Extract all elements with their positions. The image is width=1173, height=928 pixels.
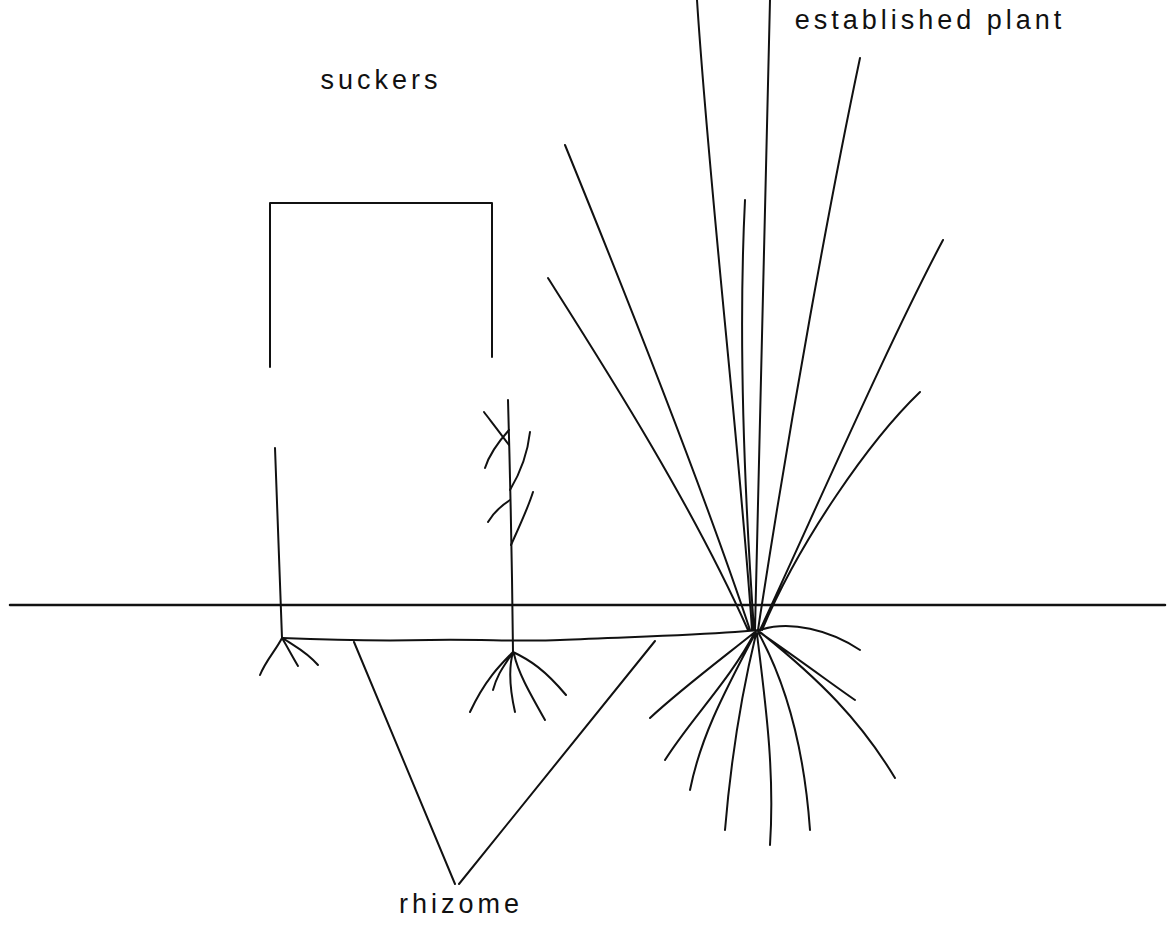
right-sucker	[508, 400, 513, 652]
left-sucker-roots	[260, 638, 318, 675]
ground-line	[10, 604, 1165, 607]
rhizome-label: rhizome	[399, 890, 523, 920]
plant-roots	[650, 626, 895, 845]
rhizome-bracket	[354, 641, 655, 884]
suckers-label: suckers	[320, 66, 441, 96]
rhizome-stem	[282, 630, 760, 641]
left-sucker	[275, 448, 282, 638]
plant-label: established plant	[795, 6, 1066, 36]
right-sucker-leaves	[484, 412, 533, 545]
plant-leaves	[548, 0, 943, 630]
right-sucker-roots	[470, 652, 566, 720]
suckers-bracket	[270, 203, 492, 367]
